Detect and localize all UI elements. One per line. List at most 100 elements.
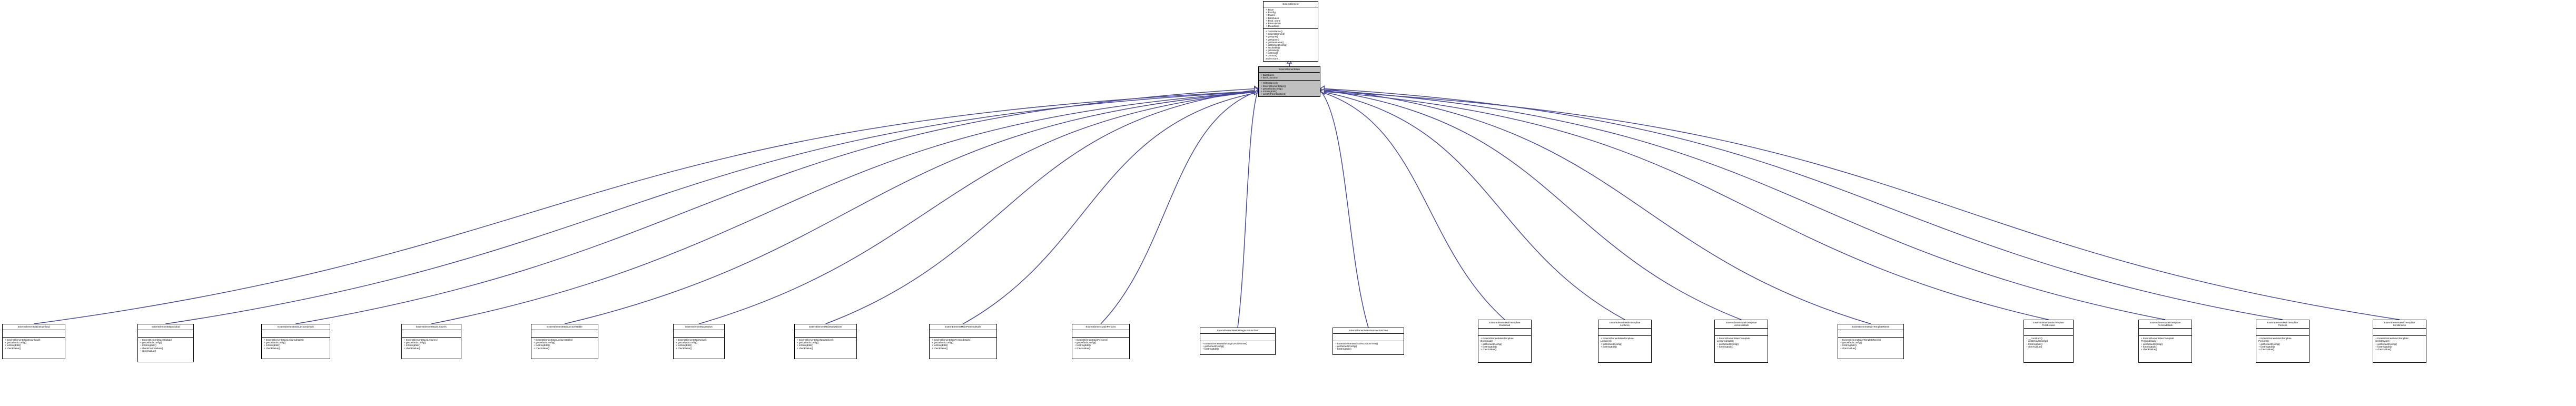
class-title: ExternElementMainNews — [674, 324, 724, 331]
uml-class-extern-element[interactable]: ExternElement+ $type+ $config+ $name+ $a… — [1263, 1, 1318, 62]
class-member: + getDefaultConfig() — [140, 341, 162, 344]
uml-class-main-rangelecturetree[interactable]: ExternElementMainRangeLectureTree+ Exter… — [1200, 328, 1276, 355]
class-title: ExternElementMainTemplate Lecturedetails — [1715, 320, 1768, 329]
class-member: + ExternElementMainLecturedetails() — [264, 339, 304, 342]
class-member: + toStringEdit() — [1601, 345, 1617, 348]
class-member: + toStringEdit() — [1074, 344, 1091, 347]
class-attributes: + $attributes+ $edit_function — [1259, 73, 1320, 81]
uml-class-main-lecturedetails[interactable]: ExternElementMainLecturedetails+ ExternE… — [261, 324, 330, 359]
class-member: + checkValue() — [534, 346, 550, 350]
class-member: + printout() — [1266, 54, 1278, 57]
class-member: + toStringEdit() — [1202, 348, 1219, 351]
class-attributes — [930, 330, 996, 338]
class-member: + getDefaultConfig() — [1335, 345, 1357, 348]
uml-class-template-download[interactable]: ExternElementMainTemplate Download+ Exte… — [1478, 320, 1532, 363]
class-member: + ExternElementMainPersons() — [1074, 339, 1108, 342]
class-title: ExternElementMainLecturestable — [531, 324, 598, 331]
class-member: + getType() — [1266, 35, 1278, 38]
uml-class-template-lectures[interactable]: ExternElementMainTemplate Lectures+ Exte… — [1598, 320, 1652, 363]
class-member: + getDefaultConfig() — [534, 341, 556, 344]
class-attributes — [1478, 329, 1531, 336]
class-member: + getDefaultConfig() — [5, 341, 27, 344]
class-member: + $config — [1266, 11, 1276, 14]
class-member: + getDefaultConfig() — [1840, 341, 1862, 344]
class-member: + getSRIFormContent() — [1261, 92, 1286, 95]
uml-class-main-semlecturetree[interactable]: ExternElementMainSemLectureTree + ExternE… — [1333, 328, 1404, 355]
uml-class-main-lectures[interactable]: ExternElementMainLectures + ExternElement… — [401, 324, 461, 359]
class-member: + checkValue() — [404, 346, 420, 350]
class-title: ExternElementMainTemplate PersBrowse — [2024, 320, 2073, 329]
class-title: ExternElementMainLectures — [402, 324, 461, 331]
class-operations: + ExternElementMainTemplateNews()+ getDe… — [1838, 338, 1903, 359]
class-title: ExternElementMainTemplate Lectures — [1598, 320, 1651, 329]
class-member: + checkValue() — [2141, 348, 2157, 351]
uml-class-main-global[interactable]: ExternElementMainGlobal+ ExternElementMa… — [137, 324, 194, 362]
class-operations: + ExternElementMainRangeLectureTree()+ g… — [1200, 341, 1275, 354]
class-title: ExternElementMainPersons — [1072, 324, 1129, 331]
class-member: + $attributes — [1266, 16, 1279, 19]
class-member: + checkValue() — [932, 346, 948, 350]
class-member: + toStringEdit() — [2026, 342, 2042, 345]
class-member: + checkValue() — [264, 346, 280, 350]
class-attributes — [2373, 329, 2426, 336]
class-member: + $edit_function — [1261, 76, 1278, 80]
class-operations: + ExternElementMainSemLectureTree()+ get… — [1333, 341, 1404, 354]
class-attributes — [2139, 329, 2192, 336]
uml-class-main-persondetails[interactable]: ExternElementMainPersondetails+ ExternEl… — [929, 324, 997, 359]
class-operations: + ExternElementMainGlobal()+ getDefaultC… — [138, 338, 193, 362]
class-operations: + GetInstance()+ ExternElement()+ getTyp… — [1264, 29, 1318, 61]
uml-class-main-news[interactable]: ExternElementMainNews+ ExternElementMain… — [673, 324, 725, 359]
uml-class-template-sembrowse[interactable]: ExternElementMainTemplate SemBrowse + Ext… — [2373, 320, 2426, 363]
class-member: + checkValue() — [2026, 345, 2042, 348]
class-title: ExternElementMainTemplate Persondetails — [2139, 320, 2192, 329]
class-operations: + ExternElementMainLecturestable()+ getD… — [531, 338, 598, 359]
class-member: + getDefaultConfig() — [2375, 342, 2397, 345]
class-attributes — [138, 330, 193, 338]
class-member: Lectures() — [1601, 340, 1612, 343]
class-member: + toStringEdit() — [797, 344, 813, 347]
class-member: + checkValue() — [1840, 346, 1857, 350]
class-operations: + ExternElementMainPersons()+ getDefault… — [1072, 338, 1129, 359]
uml-class-template-persons[interactable]: ExternElementMainTemplate Persons + Exter… — [2256, 320, 2309, 363]
class-member: + toStringEdit() — [5, 344, 21, 347]
class-member: + ExternElementMainLectures() — [404, 339, 438, 342]
class-member: + toStringEdit() — [534, 344, 550, 347]
class-member: + toStringEdit() — [1261, 90, 1277, 93]
uml-class-extern-element-main[interactable]: ExternElementMain+ $attributes+ $edit_fu… — [1258, 66, 1320, 97]
class-member: + toStringEdit() — [1840, 344, 1857, 347]
class-member: + checkFormValues() — [140, 346, 163, 350]
uml-class-main-persons[interactable]: ExternElementMainPersons + ExternElementM… — [1072, 324, 1130, 359]
class-member: + getDefaultConfig() — [2141, 342, 2163, 345]
class-attributes — [2024, 329, 2073, 336]
class-member: + checkValue() — [676, 346, 692, 350]
uml-class-main-lecturestable[interactable]: ExternElementMainLecturestable + ExternEl… — [531, 324, 598, 359]
uml-class-template-persondetails[interactable]: ExternElementMainTemplate Persondetails +… — [2138, 320, 2192, 363]
class-member: + ExternElementMainTemplate — [2375, 337, 2409, 340]
uml-class-template-lecturedetails[interactable]: ExternElementMainTemplate Lecturedetails… — [1714, 320, 1768, 363]
uml-class-template-news[interactable]: ExternElementMainTemplateNews+ ExternEle… — [1838, 324, 1904, 359]
class-attributes — [1072, 330, 1129, 338]
class-title: ExternElementMainTemplate SemBrowse — [2373, 320, 2426, 329]
class-attributes — [1715, 329, 1768, 336]
uml-class-template-persbrowse[interactable]: ExternElementMainTemplate PersBrowse + __… — [2024, 320, 2074, 363]
class-operations: + ExternElementMainLecturedetails()+ get… — [262, 338, 330, 359]
class-member: + toString() — [1266, 52, 1278, 55]
class-member: + getDefaultConfig() — [1717, 342, 1739, 345]
class-attributes — [262, 330, 330, 338]
class-title: ExternElementMainSemLectureTree — [1333, 328, 1404, 334]
class-member: + toStringEdit() — [1717, 345, 1733, 348]
uml-class-main-newsticker[interactable]: ExternElementMainNewsticker+ ExternEleme… — [794, 324, 857, 359]
class-operations: + __construct()+ getDefaultConfig()+ toS… — [2024, 336, 2073, 362]
class-title: ExternElementMain — [1259, 67, 1320, 73]
class-title: ExternElementMainTemplate Persons — [2256, 320, 2309, 329]
class-member: + GetInstance() — [1261, 82, 1278, 85]
class-title: ExternElementMainDownload — [3, 324, 65, 331]
uml-class-main-download[interactable]: ExternElementMainDownload+ ExternElement… — [2, 324, 65, 359]
class-member: + toStringEdit() — [404, 344, 420, 347]
class-member: + ExternElementMainTemplate — [1717, 337, 1750, 340]
class-attributes: + $type+ $config+ $name+ $attributes+ $r… — [1264, 7, 1318, 29]
class-member: + getDefaultConfig() — [2258, 342, 2281, 345]
class-member: SemBrowse() — [2375, 340, 2390, 343]
class-member: + ExternElementMainTemplateNews() — [1840, 339, 1881, 342]
